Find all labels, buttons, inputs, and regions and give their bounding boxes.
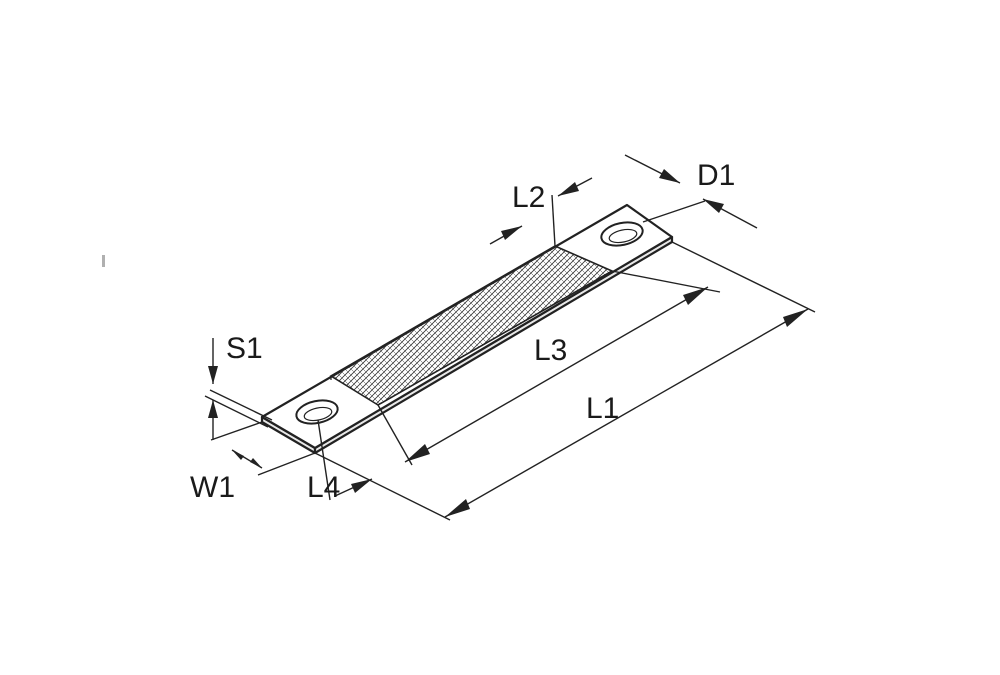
d1-arrow-bottom xyxy=(703,199,724,213)
l1-dimension-line xyxy=(444,308,809,518)
d1-arrow-top xyxy=(659,169,680,183)
s1-extension-top xyxy=(209,389,273,421)
l3-extension-right xyxy=(611,270,721,293)
label-w1: W1 xyxy=(190,471,235,504)
l1-extension-right xyxy=(671,241,816,313)
hole-right-inner xyxy=(608,228,638,244)
w1-extension-left xyxy=(210,421,263,441)
l4-arrow xyxy=(351,479,372,493)
s1-arrow-top xyxy=(208,366,218,384)
l3-arrow-left xyxy=(405,444,430,462)
strap-part xyxy=(260,203,674,455)
l2-extension xyxy=(551,194,556,247)
label-l4: L4 xyxy=(307,471,340,504)
dimension-labels: D1 L2 L3 L1 S1 W1 L4 xyxy=(190,159,735,504)
hole-right xyxy=(600,221,644,247)
w1-extension-right xyxy=(257,452,316,476)
label-l1: L1 xyxy=(586,392,619,425)
l3-dimension-line xyxy=(404,286,709,463)
w1-arrow-left xyxy=(232,450,244,460)
l2-arrow-right xyxy=(558,182,579,196)
dimension-lines xyxy=(204,154,816,521)
l1-extension-left xyxy=(314,452,451,521)
label-l3: L3 xyxy=(534,334,567,367)
l2-arrow-left xyxy=(501,226,522,240)
l3-extension-left xyxy=(377,404,413,466)
l3-arrow-right xyxy=(683,287,708,305)
label-s1: S1 xyxy=(226,332,263,365)
l4-extension xyxy=(317,419,331,501)
l1-arrow-right xyxy=(783,309,808,327)
s1-arrow-bottom xyxy=(208,400,218,418)
d1-extension xyxy=(642,200,706,223)
w1-arrow-right xyxy=(250,458,262,468)
edge-artifact xyxy=(102,255,105,267)
hole-left-inner xyxy=(303,406,333,422)
label-l2: L2 xyxy=(512,181,545,214)
l1-arrow-left xyxy=(445,499,470,517)
braid-section xyxy=(329,245,614,406)
s1-extension-bottom xyxy=(204,395,269,428)
label-d1: D1 xyxy=(697,159,735,192)
hole-left xyxy=(295,399,339,425)
